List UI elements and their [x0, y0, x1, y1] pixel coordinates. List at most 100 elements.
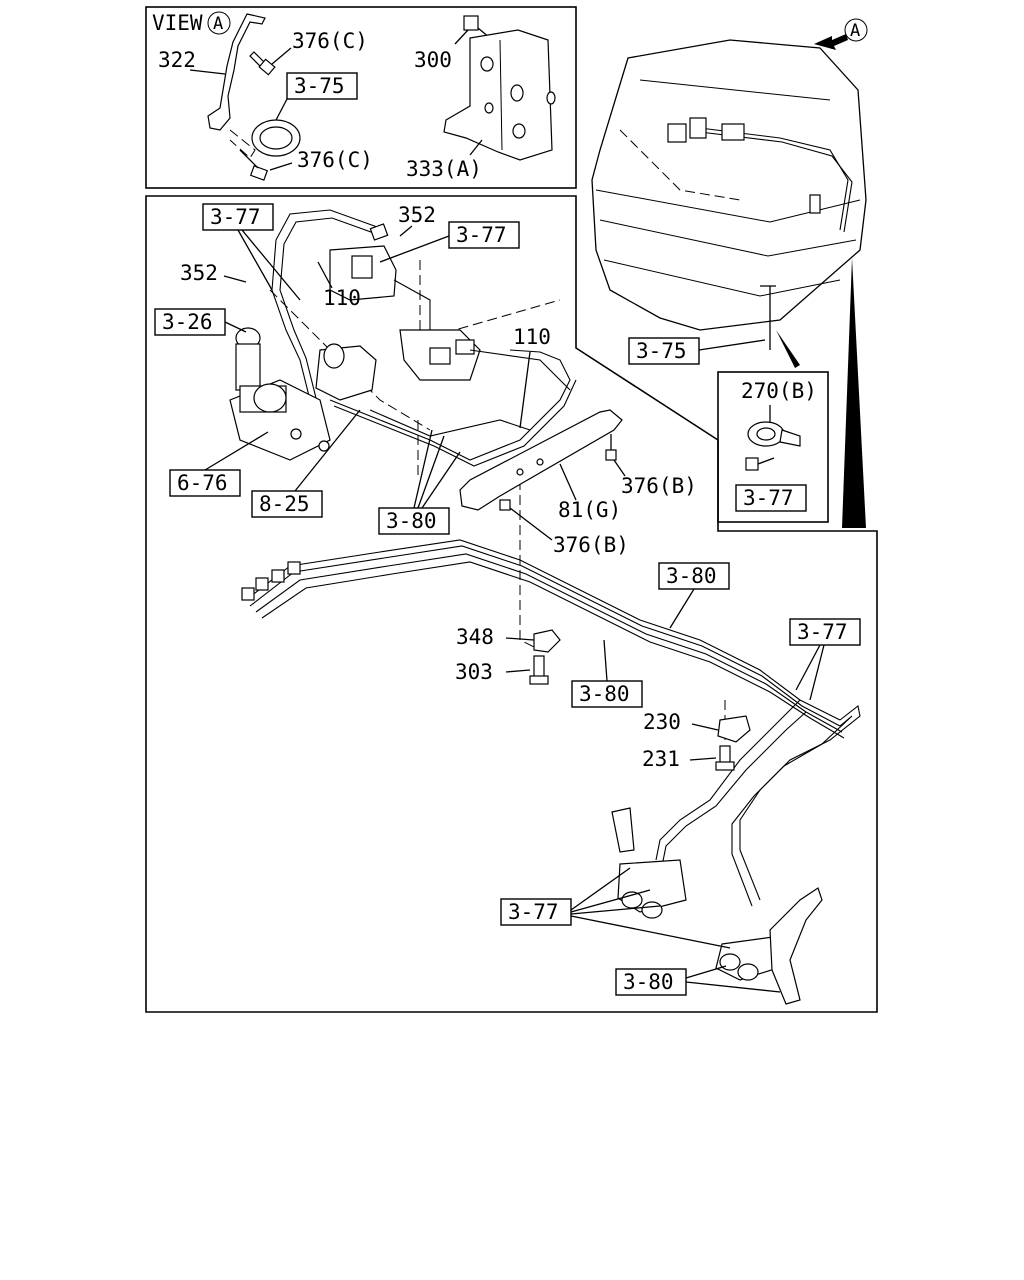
cab-pipe-route [699, 127, 849, 231]
bracket-hole-5 [546, 91, 556, 105]
cab-component-4 [809, 194, 821, 214]
pipe-bundle-4 [261, 561, 845, 739]
ref-box-8-25 [251, 490, 323, 518]
label-231: 231 [642, 747, 680, 771]
pipe-bundle-2 [249, 545, 841, 727]
bracket-hole-4 [484, 102, 494, 114]
crossmember-hole-1 [516, 468, 524, 476]
leader-3-77-bottom-a [570, 867, 631, 911]
bolt-head-top [258, 58, 276, 76]
leader-376c-top [271, 47, 292, 65]
label-333a: 333(A) [406, 157, 482, 181]
reservoir-body [235, 343, 261, 391]
cab-outline [591, 39, 867, 331]
bracket-322-drawing [207, 13, 266, 131]
leader-3-77-top [379, 235, 450, 263]
leader-3-80-mid-c [421, 451, 461, 509]
cab-grille-line [599, 219, 857, 257]
label-300: 300 [414, 48, 452, 72]
right-pipe-a [329, 349, 571, 461]
bolt-300-drawing [463, 15, 479, 31]
label-3-77-bottom: 3-77 [508, 900, 559, 924]
rear-pipe-1 [739, 705, 861, 901]
ref-box-3-77-topleft [202, 203, 274, 231]
rear-pipe-2 [731, 715, 853, 907]
label-3-77-inset: 3-77 [743, 486, 794, 510]
leader-376c-bottom [269, 162, 293, 171]
view-marker-letter: A [213, 14, 223, 34]
rear-right-bracket [769, 887, 823, 1005]
pipe-bundle-1 [245, 539, 841, 721]
crossmember-hole-2 [536, 458, 544, 466]
clip-270b-tab [779, 429, 801, 447]
leader-3-75-cab [698, 339, 766, 351]
ref-box-3-80-mid [378, 507, 450, 535]
leader-3-80-mid-b [417, 435, 445, 509]
bolt-inset-drawing [745, 457, 759, 471]
bracket-333a-fold [499, 39, 503, 151]
leader-3-77-bottom-b [570, 889, 651, 913]
rear-left-port-2 [641, 901, 663, 919]
leader-3-77-right-a [795, 644, 821, 691]
leader-376b-right [613, 459, 626, 477]
cab-component-1 [667, 123, 687, 143]
right-pipe-c [469, 349, 571, 391]
leader-3-80-bottom-a [685, 965, 727, 979]
leader-376b-mid [509, 507, 553, 541]
plate-hole-1 [290, 428, 302, 440]
rear-pipe-3 [655, 699, 801, 861]
leader-3-80-right [669, 588, 695, 629]
pipe-bundle-3 [255, 553, 843, 733]
hidden-rail-4 [519, 480, 541, 651]
leader-3-80-mid-a [413, 429, 433, 509]
cab-component-2 [689, 117, 707, 139]
cab-view-marker-circle [844, 18, 868, 42]
leader-3-77-right-b [809, 644, 825, 701]
ref-box-3-80-right [658, 562, 730, 590]
junction-port-2 [455, 339, 475, 355]
pipe-end-fitting-4 [287, 561, 301, 575]
view-title: VIEW [152, 11, 203, 35]
pipe-end-fitting-2 [255, 577, 269, 591]
bolt-303-head [529, 675, 549, 685]
cab-roof-line [639, 79, 831, 101]
label-230: 230 [643, 710, 681, 734]
upper-module-line [393, 279, 431, 330]
main-panel-frame [145, 195, 878, 1013]
clip-270b-inner [756, 427, 776, 441]
leader-333a [469, 139, 483, 156]
leader-230 [691, 723, 719, 731]
ref-box-3-77-inset [735, 484, 807, 512]
label-6-76: 6-76 [177, 471, 228, 495]
view-a-frame [145, 6, 577, 189]
ref-box-3-77-right [789, 618, 861, 646]
label-3-75-cab: 3-75 [636, 339, 687, 363]
cab-windshield-line [595, 189, 861, 223]
upper-hose-b [279, 217, 383, 399]
leader-3-77-bottom-c [570, 905, 661, 915]
label-3-80-lower: 3-80 [579, 682, 630, 706]
rear-left-bracket [611, 807, 635, 853]
rear-right-port-2 [737, 963, 759, 981]
label-3-26: 3-26 [162, 310, 213, 334]
main-assembly-drawing [229, 209, 861, 1005]
bracket-hole-2 [510, 84, 524, 102]
label-303: 303 [455, 660, 493, 684]
label-110-left: 110 [323, 286, 361, 310]
label-352-left: 352 [180, 261, 218, 285]
leader-6-76 [204, 431, 269, 471]
ref-box-3-80-lower [571, 680, 643, 708]
cab-drawing: A 3-75 [591, 18, 868, 528]
view-arrow-icon [814, 34, 848, 50]
label-322: 322 [158, 48, 196, 72]
upper-module-port [351, 255, 373, 279]
leader-352-left [223, 275, 247, 283]
junction-port-1 [429, 347, 451, 365]
hidden-rail-1 [269, 289, 431, 431]
bolt-231-head [715, 761, 735, 771]
bolt-376b-right-drawing [605, 449, 617, 461]
bolt-376c-bottom-drawing [249, 165, 269, 181]
leader-3-77-topleft-a [237, 229, 273, 291]
